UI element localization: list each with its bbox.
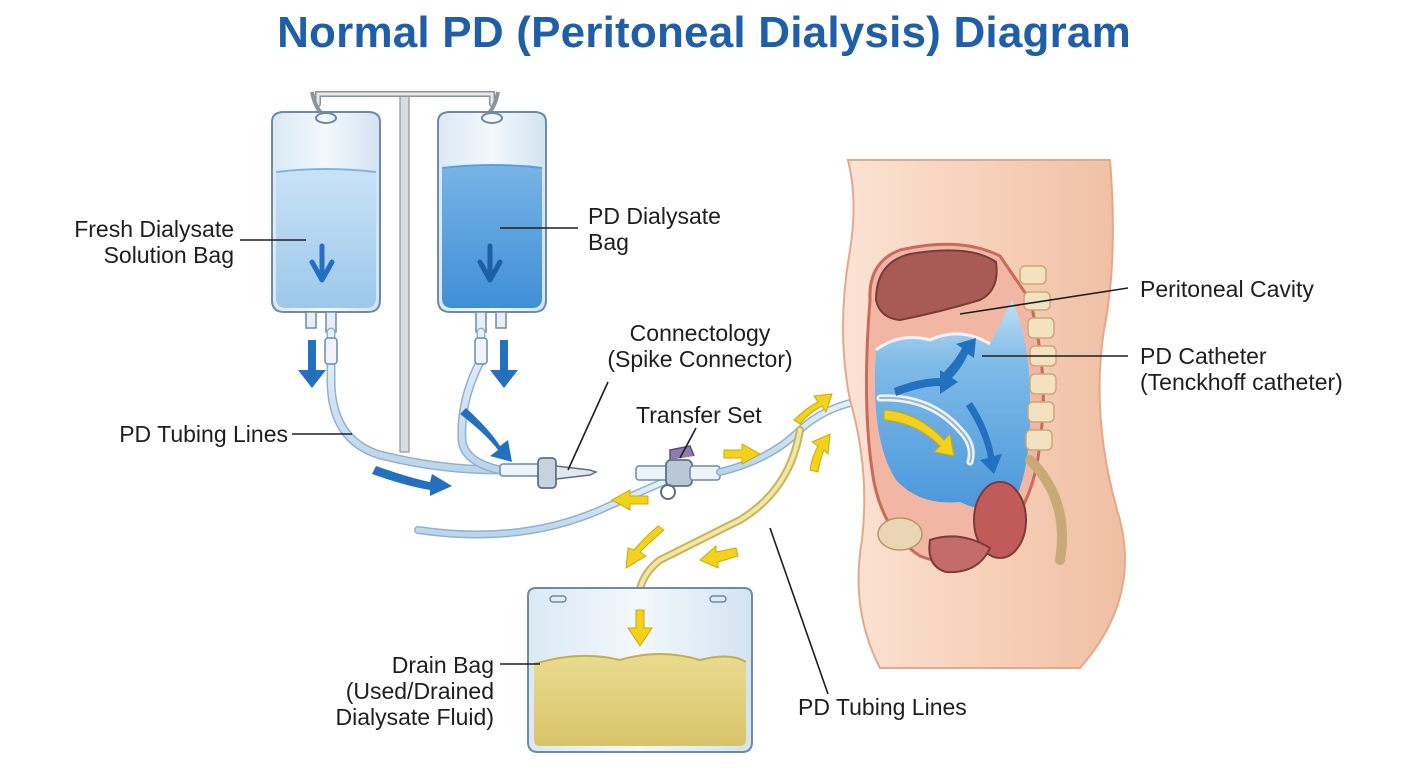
drain-bag-label-line2: (Used/Drained <box>300 678 494 704</box>
pd-dialysate-bag <box>438 112 546 332</box>
pd-dialysate-label-line1: PD Dialysate <box>588 203 721 229</box>
pd-catheter-label-line1: PD Catheter <box>1140 343 1343 369</box>
peritoneal-cavity-label: Peritoneal Cavity <box>1140 276 1314 302</box>
tubing-lines-left-label: PD Tubing Lines <box>60 421 288 447</box>
tubing-lines-bottom-label: PD Tubing Lines <box>798 694 967 720</box>
drain-bag-label-line3: Dialysate Fluid) <box>300 704 494 730</box>
drain-bag-label: Drain Bag (Used/Drained Dialysate Fluid) <box>300 652 494 730</box>
fresh-dialysate-label-line2: Solution Bag <box>40 242 234 268</box>
spike-connector <box>500 458 596 488</box>
pd-catheter-label-line2: (Tenckhoff catheter) <box>1140 369 1343 395</box>
connectology-label-line2: (Spike Connector) <box>590 346 810 372</box>
drain-tubing <box>638 430 800 600</box>
fresh-dialysate-bag <box>272 112 380 332</box>
fresh-dialysate-label: Fresh Dialysate Solution Bag <box>40 216 234 268</box>
drain-bag-label-line1: Drain Bag <box>300 652 494 678</box>
pd-catheter-label: PD Catheter (Tenckhoff catheter) <box>1140 343 1343 395</box>
pd-dialysate-label: PD Dialysate Bag <box>588 203 721 255</box>
supply-tubing <box>325 332 500 470</box>
fresh-dialysate-label-line1: Fresh Dialysate <box>40 216 234 242</box>
transfer-set-label: Transfer Set <box>636 402 762 428</box>
connectology-label: Connectology (Spike Connector) <box>590 320 810 372</box>
pd-dialysate-label-line2: Bag <box>588 229 721 255</box>
connectology-label-line1: Connectology <box>590 320 810 346</box>
